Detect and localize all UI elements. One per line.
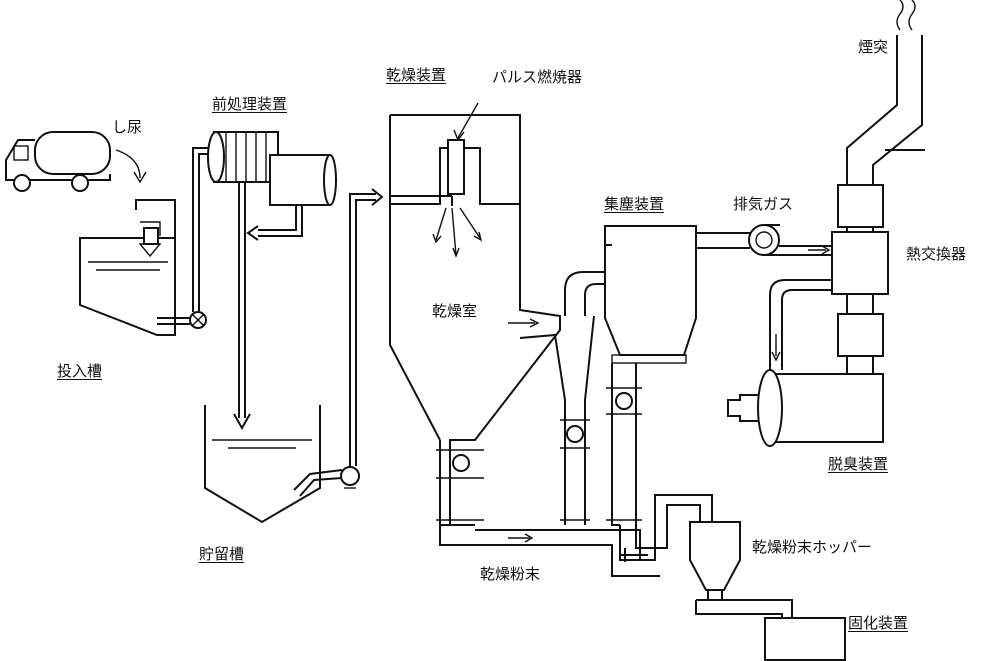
label-drying-chamber: 乾燥室 [432, 302, 478, 320]
label-heat-exchanger: 熱交換器 [906, 245, 967, 263]
pretreatment-drum [207, 131, 337, 241]
heat-exchanger [831, 184, 889, 374]
label-input-tank: 投入槽 [57, 362, 103, 380]
input-tank [79, 199, 207, 336]
label-storage-tank: 貯留槽 [199, 545, 245, 563]
label-pulse-burner: パルス燃焼器 [492, 68, 583, 86]
truck-icon [5, 131, 147, 192]
chimney [846, 0, 925, 185]
label-dust-collector: 集塵装置 [604, 195, 665, 213]
label-dry-powder: 乾燥粉末 [480, 565, 541, 583]
label-dryer: 乾燥装置 [386, 66, 447, 84]
label-shinyo: し尿 [112, 118, 143, 136]
deodorizer [727, 369, 884, 447]
label-chimney: 煙突 [858, 38, 889, 56]
storage-tank [204, 405, 360, 524]
cyclone [519, 271, 605, 525]
label-pretreatment: 前処理装置 [212, 95, 288, 113]
dust-collector [604, 225, 713, 561]
hopper [689, 521, 793, 618]
label-solidification: 固化装置 [848, 614, 909, 632]
label-exhaust-gas: 排気ガス [733, 195, 794, 213]
dryer-unit [389, 102, 561, 530]
label-hopper: 乾燥粉末ホッパー [752, 538, 873, 556]
label-deodorizer: 脱臭装置 [828, 455, 889, 473]
solidification-unit [764, 617, 846, 661]
exhaust-fan [696, 224, 832, 256]
